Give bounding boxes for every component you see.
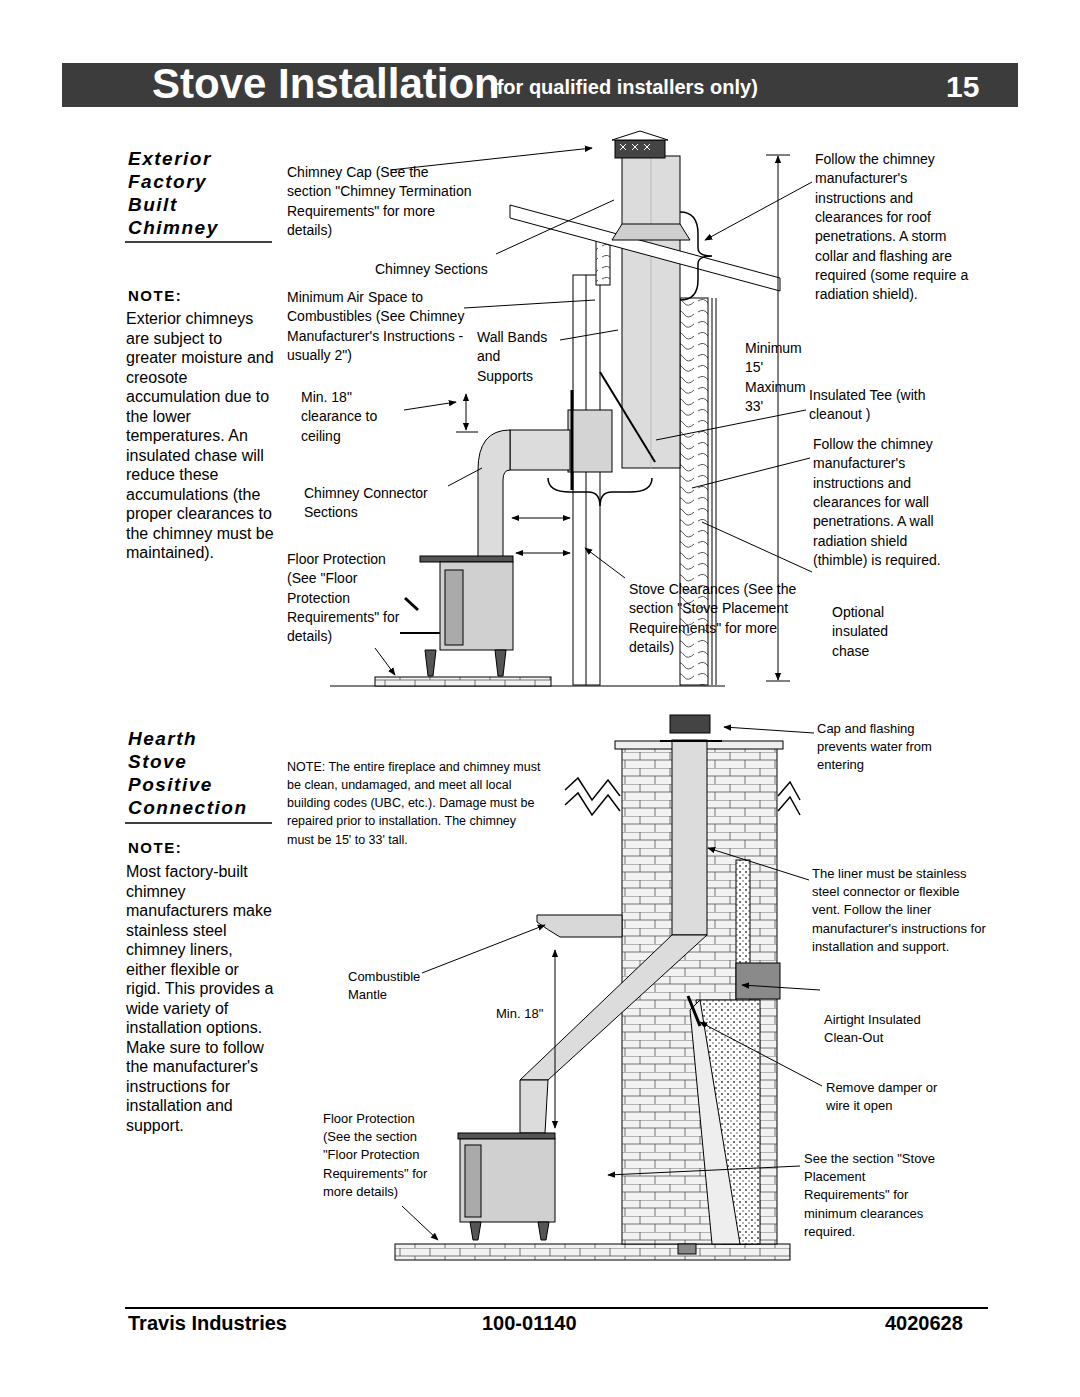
callout-label: Wall Bands and Supports (477, 328, 555, 386)
callout-label: Insulated Tee (with cleanout ) (809, 386, 939, 425)
callout-label: Stove Clearances (See the section "Stove… (629, 580, 824, 657)
callout-label: Chimney Connector Sections (304, 484, 449, 523)
callout-label: Min. 18" clearance to ceiling (301, 388, 401, 446)
footer-text: Travis Industries (128, 1310, 287, 1338)
callout-label: Chimney Sections (375, 260, 488, 279)
footer-text: 100-01140 (482, 1310, 577, 1338)
callout-label: Chimney Cap (See the section "Chimney Te… (287, 163, 472, 240)
dimension-label: Minimum 15' Maximum 33' (745, 339, 821, 416)
note-text: Most factory-built chimney manufacturers… (126, 862, 276, 1135)
callout-label: Minimum Air Space to Combustibles (See C… (287, 288, 467, 365)
note-heading: NOTE: (128, 838, 182, 859)
callout-label: Remove damper or wire it open (826, 1079, 951, 1115)
callout-label: Follow the chimney manufacturer's instru… (815, 150, 977, 305)
page-number: 15 (946, 66, 979, 107)
callout-label: See the section "Stove Placement Require… (804, 1150, 952, 1241)
header-subtitle: (for qualified installers only) (490, 74, 758, 102)
footer-text: 4020628 (885, 1310, 963, 1338)
callout-label: Combustible Mantle (348, 968, 438, 1004)
note-heading: NOTE: (128, 286, 182, 307)
section-heading: Exterior Factory Built Chimney (128, 148, 256, 240)
callout-label: Floor Protection (See the section "Floor… (323, 1110, 443, 1201)
section-heading: Hearth Stove Positive Connection (128, 728, 256, 820)
callout-label: Floor Protection (See "Floor Protection … (287, 550, 407, 647)
callout-label: Optional insulated chase (832, 603, 908, 661)
note-text: NOTE: The entire fireplace and chimney m… (287, 758, 542, 849)
callout-label: The liner must be stainless steel connec… (812, 865, 990, 956)
callout-label: Airtight Insulated Clean-Out (824, 1011, 946, 1047)
dimension-label: Min. 18" (496, 1005, 543, 1023)
callout-label: Cap and flashing prevents water from ent… (817, 720, 959, 775)
note-text: Exterior chimneys are subject to greater… (126, 309, 276, 563)
page-title: Stove Installation (152, 60, 500, 108)
callout-label: Follow the chimney manufacturer's instru… (813, 435, 961, 570)
